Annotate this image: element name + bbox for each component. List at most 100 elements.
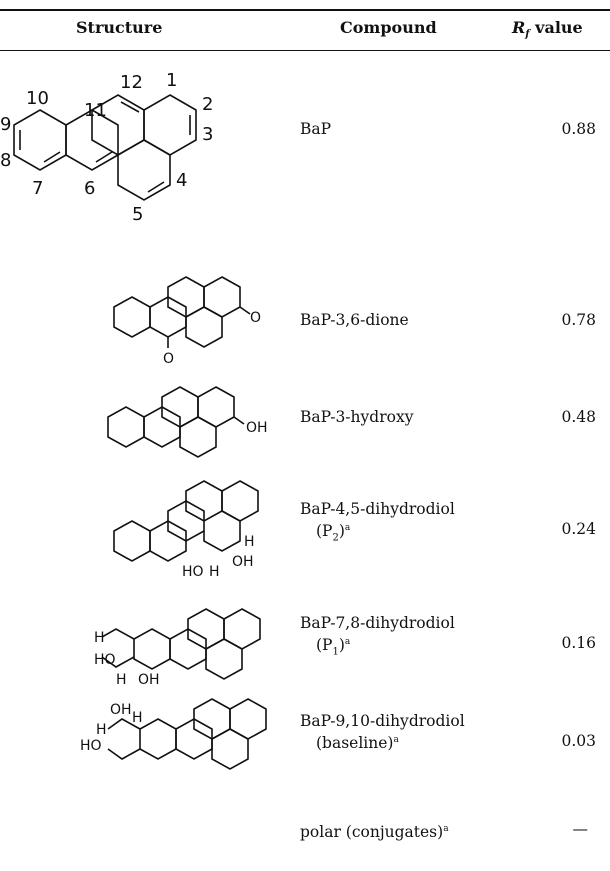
footnote-marker: a (393, 735, 399, 745)
d78-label-ho: HO (94, 652, 116, 668)
bap-num-12: 12 (120, 72, 143, 93)
dione-ring-a (113, 296, 151, 338)
bap-ring-a (13, 109, 67, 171)
bap-structure: 12 1 2 3 4 5 6 7 8 9 10 11 (0, 70, 213, 225)
bap-num-10: 10 (26, 88, 49, 109)
bap-ring-c-double (120, 101, 140, 113)
d910-label-oh: OH (110, 702, 132, 718)
dione-label-o2: O (163, 351, 174, 367)
footnote-marker: a (344, 523, 351, 533)
header-structure: Structure (76, 18, 163, 37)
row-hydroxy-compound: BaP-3-hydroxy (300, 408, 413, 427)
header-rf-letter: R (512, 18, 526, 37)
table-top-rule (0, 9, 610, 11)
row-910-rf-value: 0.03 (561, 732, 596, 750)
compound-subline: (P1)a (316, 636, 351, 658)
compound-name: BaP-7,8-dihydrodiol (300, 614, 455, 632)
bap-ring-a-double2 (43, 151, 61, 163)
bap-num-2: 2 (202, 94, 213, 115)
d910-label-h1: H (132, 710, 143, 726)
compound-name: BaP-3-hydroxy (300, 408, 414, 426)
bap-num-6: 6 (84, 178, 95, 199)
header-rf-subscript: f (525, 29, 530, 41)
d45-ring-f (203, 510, 241, 552)
d910-ring-a (107, 718, 141, 760)
header-rf-value: Rf value (512, 18, 583, 40)
d78-ring-a (101, 628, 135, 668)
d78-ring-f (205, 638, 243, 680)
row-bap-compound: BaP (300, 120, 331, 139)
hydroxy-ring-d (197, 386, 235, 428)
row-dione-compound: BaP-3,6-dione (300, 311, 409, 330)
d910-ring-f (211, 728, 249, 770)
d45-label-oh: OH (232, 554, 254, 570)
compound-subline: (baseline)a (316, 734, 399, 753)
row-45-rf-value: 0.24 (561, 520, 596, 538)
bap-num-9: 9 (0, 114, 11, 135)
hydroxy-oh-bond (233, 416, 245, 425)
compound-name: polar (conjugates) (300, 823, 444, 842)
row-polar-rf-value: — (572, 820, 589, 838)
row-78-rf-value: 0.16 (561, 634, 596, 652)
d45-ring-a (113, 520, 151, 562)
d910-ring-c (175, 718, 213, 760)
d78-label-h1: H (94, 630, 105, 646)
bap-num-8: 8 (0, 150, 11, 171)
bap-dione-structure: O O (113, 276, 261, 367)
d78-label-h2: H (116, 672, 127, 688)
row-bap-rf-value: 0.88 (561, 120, 596, 138)
d45-label-ho: HO (182, 564, 204, 580)
footnote-marker: a (344, 637, 351, 647)
bap-hydroxy-structure: OH (107, 386, 268, 458)
compound-name: BaP-3,6-dione (300, 311, 409, 329)
bap-num-3: 3 (202, 124, 213, 145)
bap-ring-e (117, 139, 171, 201)
compound-name: BaP (300, 120, 332, 138)
d910-label-ho: HO (80, 738, 102, 754)
d78-ring-e (223, 608, 261, 650)
hydroxy-ring-a (107, 406, 145, 448)
d45-label-h2: H (209, 564, 220, 580)
d910-ring-b (139, 718, 177, 760)
row-910-compound: BaP-9,10-dihydrodiol (baseline)a (300, 712, 465, 753)
bap-ring-b-double (95, 151, 113, 163)
d78-ring-b (133, 628, 171, 670)
d45-ring-c (167, 500, 205, 542)
bap-num-11: 11 (84, 100, 107, 121)
header-compound: Compound (340, 18, 437, 37)
bap-num-4: 4 (176, 170, 187, 191)
bap-num-5: 5 (132, 204, 143, 225)
bap-910-dihydrodiol-structure: OH H H HO (80, 698, 267, 770)
bap-ring-d (143, 94, 197, 156)
hydroxy-label-oh: OH (246, 420, 268, 436)
d45-ring-b (149, 520, 187, 562)
d78-ring-c (169, 628, 207, 670)
row-78-compound: BaP-7,8-dihydrodiol (P1)a (300, 614, 455, 661)
bap-78-dihydrodiol-structure: H HO H OH (94, 608, 261, 688)
bap-ring-e-double (147, 181, 165, 193)
dione-co-bond (239, 306, 251, 315)
d45-label-h1: H (244, 534, 255, 550)
compound-name: BaP-4,5-dihydrodiol (300, 500, 455, 518)
d45-ring-e (221, 480, 259, 522)
hydroxy-ring-e (179, 416, 217, 458)
footnote-marker: a (443, 824, 449, 834)
hydroxy-ring-b (143, 406, 181, 448)
bap-num-7: 7 (32, 178, 43, 199)
compound-subline: (P2)a (316, 522, 351, 544)
dione-ring-d (203, 276, 241, 318)
bap-45-dihydrodiol-structure: H OH HO H (113, 480, 259, 580)
dione-label-o1: O (250, 310, 261, 326)
row-hydroxy-rf-value: 0.48 (561, 408, 596, 426)
bap-ring-b (65, 109, 119, 171)
row-45-compound: BaP-4,5-dihydrodiol (P2)a (300, 500, 455, 547)
table-header-rule (0, 50, 610, 52)
d910-label-h2: H (96, 722, 107, 738)
d910-ring-e (229, 698, 267, 740)
row-dione-rf-value: 0.78 (561, 311, 596, 329)
bap-num-1: 1 (166, 70, 177, 91)
dione-ring-e (185, 306, 223, 348)
d78-label-oh: OH (138, 672, 160, 688)
compound-name: BaP-9,10-dihydrodiol (300, 712, 465, 730)
